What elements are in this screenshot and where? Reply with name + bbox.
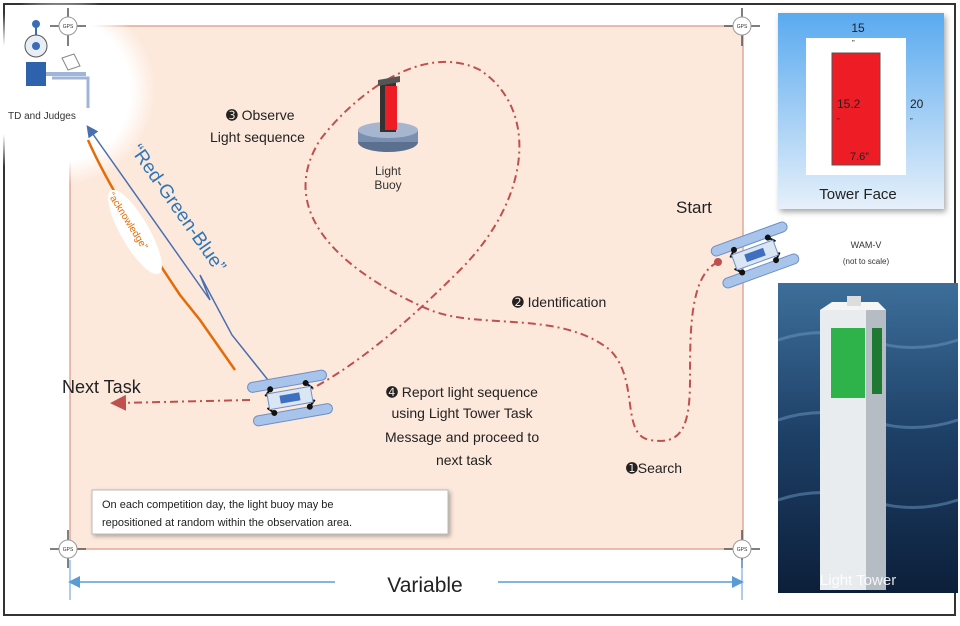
start-point	[714, 258, 722, 266]
next-task-path	[110, 394, 251, 411]
buoy-label-1: Light	[375, 164, 402, 178]
acknowledge-bubble	[108, 189, 162, 275]
note-text: On each competition day, the light buoy …	[102, 499, 352, 529]
svg-text:”: ”	[910, 117, 913, 126]
gps-marker: GPS	[50, 8, 86, 46]
note-box	[91, 489, 449, 535]
start-label: Start	[676, 198, 712, 217]
step-report: ➍ Report light sequence using Light Towe…	[385, 384, 543, 468]
svg-text:”: ”	[852, 39, 855, 48]
tower-face-panel: 15 ” 20 ” 15.2 ” 7.6” Tower Face	[778, 13, 944, 209]
svg-text:15: 15	[851, 21, 865, 35]
svg-text:15.2: 15.2	[837, 97, 861, 111]
svg-text:”: ”	[837, 117, 840, 126]
step-search: ➊Search	[626, 460, 682, 476]
gps-marker: GPS	[50, 530, 86, 568]
gps-marker: GPS	[724, 8, 760, 46]
svg-text:Tower Face: Tower Face	[819, 186, 897, 203]
judges-label: TD and Judges	[8, 111, 76, 122]
observation-area	[69, 25, 744, 550]
svg-text:GPS: GPS	[737, 547, 748, 553]
next-task-label: Next Task	[62, 377, 142, 397]
light-buoy-icon	[358, 76, 418, 152]
light-tower-caption: Light Tower	[820, 572, 896, 589]
report-arrow	[86, 125, 273, 386]
svg-text:20: 20	[910, 97, 924, 111]
buoy-label-2: Buoy	[374, 178, 401, 192]
judges-icon	[24, 20, 90, 108]
step-identification: ➋ Identification	[512, 294, 606, 310]
vessel-path	[299, 60, 719, 442]
svg-text:GPS: GPS	[63, 547, 74, 553]
wamv-note: (not to scale)	[843, 257, 890, 266]
dimension-label: Variable	[387, 574, 463, 597]
svg-text:7.6”: 7.6”	[850, 151, 869, 163]
gps-marker: GPS	[724, 530, 760, 568]
svg-text:GPS: GPS	[737, 24, 748, 30]
light-tower-photo: Light Tower	[777, 283, 959, 593]
svg-text:GPS: GPS	[63, 24, 74, 30]
wamv-name: WAM-V	[851, 240, 882, 250]
